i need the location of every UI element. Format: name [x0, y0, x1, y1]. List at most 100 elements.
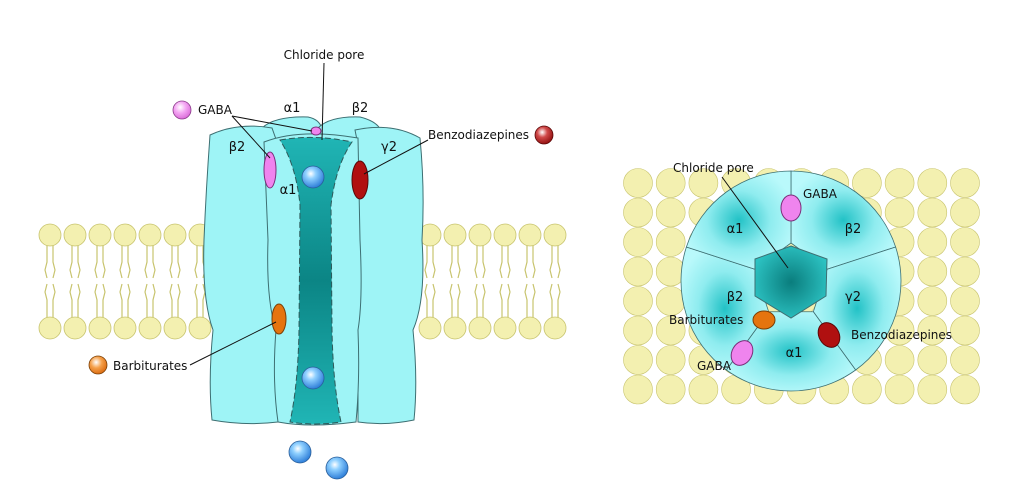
- top-chloride-pore-label: Chloride pore: [673, 161, 754, 175]
- top-subunit-beta2-upper-right: β2: [845, 222, 862, 237]
- lipid-head: [188, 316, 212, 340]
- lipid-tail: [557, 243, 561, 279]
- leader-gaba-1: [231, 115, 271, 159]
- lipid-tail: [507, 283, 511, 318]
- lipid-tail: [169, 243, 173, 279]
- lipid-tail: [77, 243, 81, 279]
- lipid-tail: [152, 283, 156, 318]
- phospholipid: [113, 223, 137, 340]
- lipid-tail: [532, 243, 536, 279]
- lipid-head-top: [884, 168, 915, 198]
- lipid-tail: [119, 243, 123, 279]
- lipid-head-top: [655, 227, 686, 257]
- side-barbiturates-label: Barbiturates: [113, 359, 187, 373]
- phospholipid: [88, 223, 112, 340]
- top-subunit-beta2-left: β2: [727, 290, 744, 305]
- lipid-tail: [77, 283, 81, 318]
- chloride-pore-channel: [279, 136, 353, 425]
- lipid-head-top: [950, 197, 980, 228]
- benzodiazepine-site: [351, 160, 369, 200]
- lipid-head-top: [655, 374, 686, 405]
- lipid-head: [468, 223, 492, 247]
- lipid-tail: [524, 283, 528, 318]
- lipid-tail: [94, 283, 98, 318]
- lipid-head-top: [688, 374, 719, 405]
- lipid-tail: [557, 283, 561, 318]
- phospholipid: [163, 223, 187, 340]
- chloride-ion-icon: [301, 165, 325, 189]
- lipid-tail: [102, 243, 106, 279]
- phospholipid: [138, 223, 162, 340]
- lipid-tail: [102, 283, 106, 318]
- leader-gaba-2: [231, 115, 313, 132]
- top-subunit-alpha1-upper-left: α1: [727, 222, 744, 237]
- phospholipid: [493, 223, 517, 340]
- lipid-head: [113, 316, 137, 340]
- subunit-wedge-beta2-left: [680, 246, 770, 371]
- top-gaba-site-lower: [730, 340, 754, 366]
- lipid-head-top: [655, 286, 686, 316]
- lipid-head-top: [917, 345, 948, 375]
- lipid-head: [163, 316, 187, 340]
- barbiturate-site: [271, 303, 287, 335]
- phospholipid: [518, 223, 542, 340]
- top-chloride-pore: [754, 245, 828, 319]
- lipid-tail: [432, 243, 436, 279]
- lipid-head: [38, 316, 62, 340]
- barbiturate-molecule-icon: [88, 355, 108, 375]
- lipid-tail: [127, 243, 131, 279]
- lipid-head: [63, 316, 87, 340]
- phospholipid: [418, 223, 442, 340]
- lipid-head-top: [884, 374, 915, 405]
- lipid-head-top: [623, 168, 653, 198]
- lipid-head-top: [950, 227, 980, 257]
- lipid-head-top: [655, 345, 686, 375]
- subunit-wedge-alpha1-upper: [685, 170, 792, 270]
- lipid-tail: [449, 243, 453, 279]
- lipid-head-top: [950, 315, 980, 346]
- lipid-head-top: [950, 286, 980, 316]
- lipid-head-top: [623, 345, 653, 375]
- lipid-bilayer-right: [418, 223, 567, 340]
- lipid-tail: [499, 243, 503, 279]
- lipid-tail: [52, 283, 56, 318]
- lipid-head-top: [623, 197, 653, 228]
- lipid-tail: [424, 243, 428, 279]
- lipid-tail: [52, 243, 56, 279]
- lipid-head: [518, 316, 542, 340]
- lipid-tail: [152, 243, 156, 279]
- phospholipid: [38, 223, 62, 340]
- lipid-head-top: [950, 345, 980, 375]
- lipid-head: [543, 223, 567, 247]
- lipid-head-top: [884, 345, 915, 375]
- lipid-tail: [507, 243, 511, 279]
- top-gaba-label-upper: GABA: [803, 187, 838, 201]
- lipid-tail: [194, 243, 198, 279]
- phospholipid: [63, 223, 87, 340]
- lipid-head-top: [917, 315, 948, 346]
- phospholipid: [468, 223, 492, 340]
- lipid-head-top: [623, 286, 653, 316]
- lipid-head-top: [884, 197, 915, 228]
- lipid-head: [443, 223, 467, 247]
- gaba-site-top: [310, 126, 322, 136]
- lipid-head: [38, 223, 62, 247]
- subunit-label-alpha1-top: α1: [284, 101, 301, 116]
- lipid-tail: [474, 283, 478, 318]
- lipid-head-top: [917, 286, 948, 316]
- lipid-head-top: [688, 168, 719, 198]
- side-view: Chloride pore GABA Benzodiazepines Barbi…: [38, 48, 567, 480]
- lipid-tail: [94, 243, 98, 279]
- benzodiazepine-molecule-icon: [534, 125, 554, 145]
- subunit-gamma2-right: [354, 126, 424, 425]
- lipid-head: [138, 316, 162, 340]
- lipid-tail: [457, 243, 461, 279]
- gaba-site-left: [263, 151, 277, 189]
- lipid-tail: [532, 283, 536, 318]
- lipid-tail: [499, 283, 503, 318]
- lipid-tail: [194, 283, 198, 318]
- top-barbiturate-site: [752, 310, 776, 330]
- lipid-bilayer-left: [38, 223, 212, 340]
- lipid-tail: [44, 283, 48, 318]
